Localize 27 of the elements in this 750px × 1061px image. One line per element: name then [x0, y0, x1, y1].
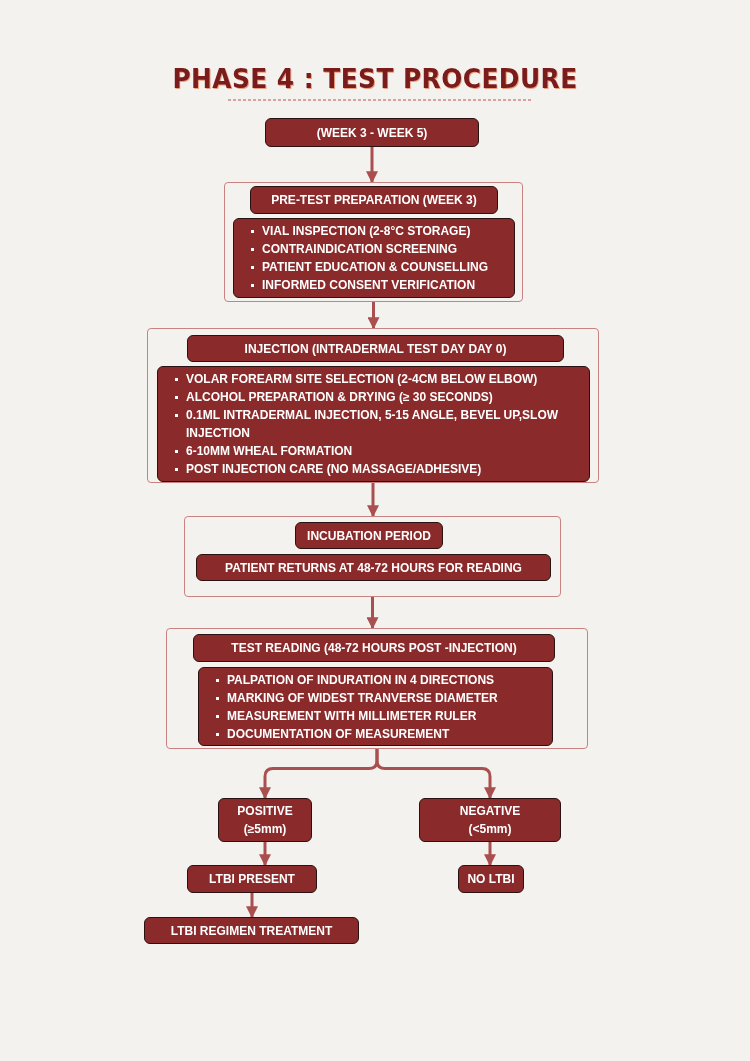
- bullet-list-box: VIAL INSPECTION (2-8°C STORAGE) CONTRAINDICATION SCREENING PATIENT EDUCATION & COUNSELLING INFORMED CONSENT VERIFICATION: [233, 218, 515, 298]
- bullet-list-box: VOLAR FOREARM SITE SELECTION (2-4CM BELOW ELBOW) ALCOHOL PREPARATION & DRYING (≥ 30 SECONDS) 0.1ML INTRADERMAL INJECTION, 5-15 ANGLE, BEVEL UP,SLOW INJECTION 6-10MM WHEAL FORMATION POST INJECTION CARE (NO MASSAGE/ADHESIVE): [157, 366, 590, 482]
- process-box: NO LTBI: [458, 865, 524, 893]
- step-header: INCUBATION PERIOD: [295, 522, 443, 549]
- arrow: [375, 749, 496, 800]
- group-frame: [166, 628, 588, 749]
- group-frame: [184, 516, 561, 597]
- group-frame: [147, 328, 599, 483]
- arrow: [367, 483, 379, 518]
- arrow: [366, 147, 378, 184]
- group-frame: [224, 182, 523, 302]
- step-header: INJECTION (INTRADERMAL TEST DAY DAY 0): [187, 335, 564, 362]
- process-box: LTBI REGIMEN TREATMENT: [144, 917, 359, 944]
- bullet-list-box: PALPATION OF INDURATION IN 4 DIRECTIONS MARKING OF WIDEST TRANVERSE DIAMETER MEASUREMENT WITH MILLIMETER RULER DOCUMENTATION OF MEASUREMENT: [198, 667, 553, 746]
- process-box: LTBI PRESENT: [187, 865, 317, 893]
- step-header: TEST READING (48-72 HOURS POST -INJECTION): [193, 634, 555, 662]
- process-box: (WEEK 3 - WEEK 5): [265, 118, 479, 147]
- step-header: PRE-TEST PREPARATION (WEEK 3): [250, 186, 498, 214]
- step-header: PATIENT RETURNS AT 48-72 HOURS FOR READING: [196, 554, 551, 581]
- title: PHASE 4 : TEST PROCEDURE: [172, 63, 578, 94]
- arrow: [246, 893, 258, 919]
- arrow: [367, 302, 380, 330]
- arrow: [366, 597, 379, 630]
- result-box: NEGATIVE (<5mm): [419, 798, 561, 842]
- arrow: [484, 842, 496, 867]
- arrow: [259, 842, 271, 867]
- result-box: POSITIVE (≥5mm): [218, 798, 312, 842]
